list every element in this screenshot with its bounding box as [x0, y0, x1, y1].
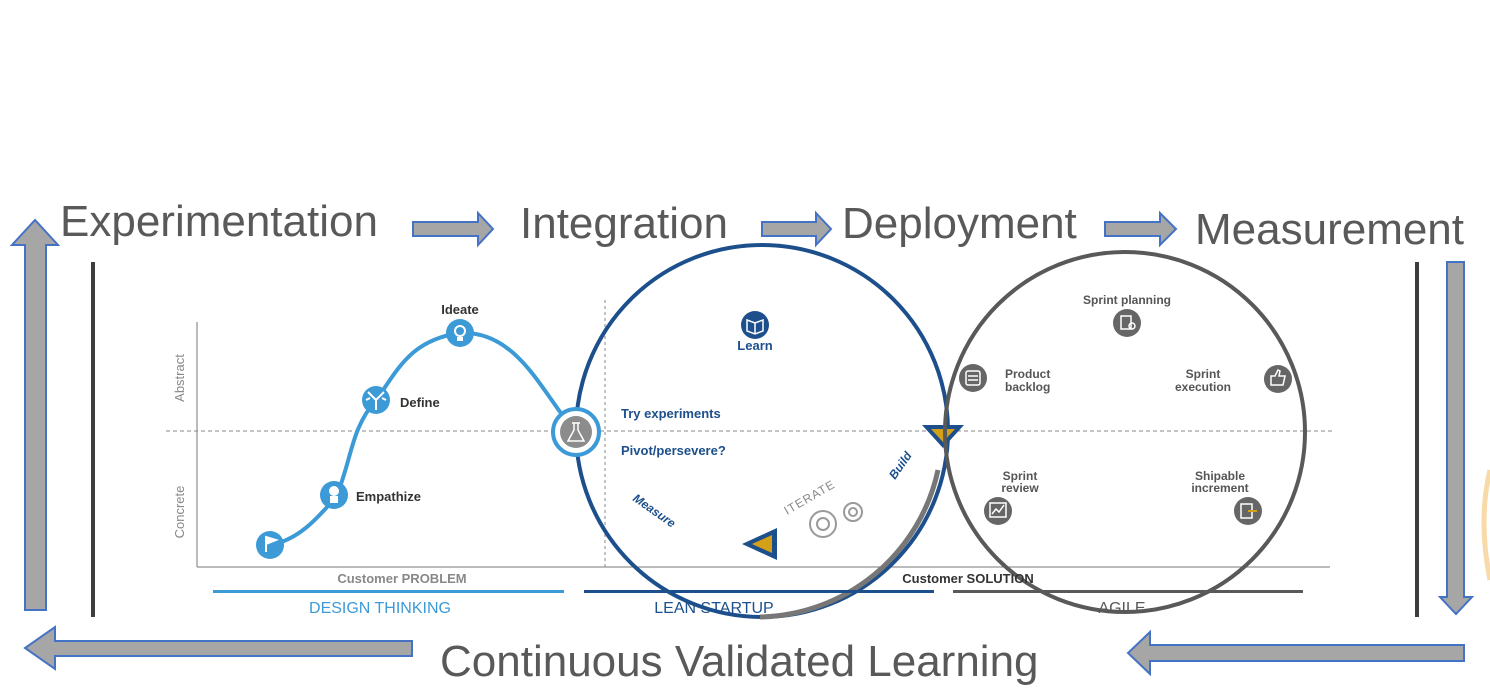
design-thinking-curve — [269, 330, 577, 547]
shipable-label-2: increment — [1191, 481, 1248, 495]
arrow-bottom-right-left — [1126, 629, 1465, 677]
frame-right-accent — [1481, 469, 1490, 581]
agile-loop — [943, 250, 1307, 614]
backlog-label: backlog — [1005, 380, 1050, 394]
build-arc-gray — [759, 469, 941, 620]
learning-label: Continuous Validated Learning — [440, 637, 1039, 686]
learn-label: Learn — [737, 338, 772, 353]
lean-startup-band-label: LEAN STARTUP — [654, 600, 773, 617]
customer-solution-label: Customer SOLUTION — [902, 571, 1033, 586]
ideate-label: Ideate — [441, 302, 479, 317]
design-thinking-band-label: DESIGN THINKING — [309, 600, 451, 617]
customer-problem-label: Customer PROBLEM — [337, 571, 466, 586]
measure-label: Measure — [630, 491, 678, 531]
arrow-right-down — [1437, 261, 1475, 616]
empathize-node — [320, 481, 348, 509]
lightbulb-icon — [446, 319, 474, 347]
arrow-dep-to-meas — [1104, 210, 1178, 248]
sprint-review-label-2: review — [1001, 481, 1039, 495]
thumbs-up-icon — [1264, 365, 1292, 393]
experimentation-label: Experimentation — [60, 197, 378, 246]
sprint-planning-label: Sprint planning — [1083, 293, 1171, 307]
frame-left-edge — [91, 262, 95, 617]
shipable-label-1: Shipable — [1195, 469, 1245, 483]
arrow-left-up — [9, 218, 61, 611]
arrow-bottom-left-left — [23, 625, 413, 671]
sprint-execution-node — [1264, 365, 1292, 393]
build-label: Build — [886, 449, 915, 482]
sprint-execution-label-1: Sprint — [1186, 367, 1221, 381]
deployment-label: Deployment — [842, 199, 1077, 248]
flag-icon — [256, 531, 284, 559]
arrow-int-to-dep — [761, 210, 833, 248]
measure-direction-arrow-inner — [752, 535, 772, 553]
start-node — [256, 531, 284, 559]
empathize-label: Empathize — [356, 489, 421, 504]
experiment-node — [551, 407, 601, 457]
document-search-icon — [1113, 309, 1141, 337]
design-thinking-band — [213, 590, 564, 593]
ideate-node — [446, 319, 474, 347]
abstract-axis-label: Abstract — [172, 354, 187, 402]
agile-band — [953, 590, 1303, 593]
sprint-planning-node — [1113, 309, 1141, 337]
sprint-review-label-1: Sprint — [1003, 469, 1038, 483]
integration-label: Integration — [520, 199, 728, 248]
build-direction-arrow-inner — [931, 429, 955, 442]
shipable-increment-node — [1234, 497, 1262, 525]
flow-arrows — [9, 210, 1475, 677]
lean-startup-band — [584, 590, 934, 593]
learn-node — [741, 311, 769, 339]
arrow-exp-to-int — [412, 210, 495, 248]
measurement-label: Measurement — [1195, 205, 1465, 254]
agile-band-label: AGILE — [1098, 600, 1145, 617]
iterate-gears — [809, 502, 863, 538]
product-label: Product — [1005, 367, 1050, 381]
frame-right-edge — [1415, 262, 1419, 617]
list-icon — [959, 364, 987, 392]
concrete-axis-label: Concrete — [172, 486, 187, 539]
pivot-label: Pivot/persevere? — [621, 443, 726, 458]
sprint-review-node — [984, 497, 1012, 525]
flask-icon — [560, 416, 592, 448]
define-node — [362, 386, 390, 414]
sprint-execution-label-2: execution — [1175, 380, 1231, 394]
define-label: Define — [400, 395, 440, 410]
try-experiments-label: Try experiments — [621, 406, 721, 421]
product-backlog-node — [959, 364, 987, 392]
